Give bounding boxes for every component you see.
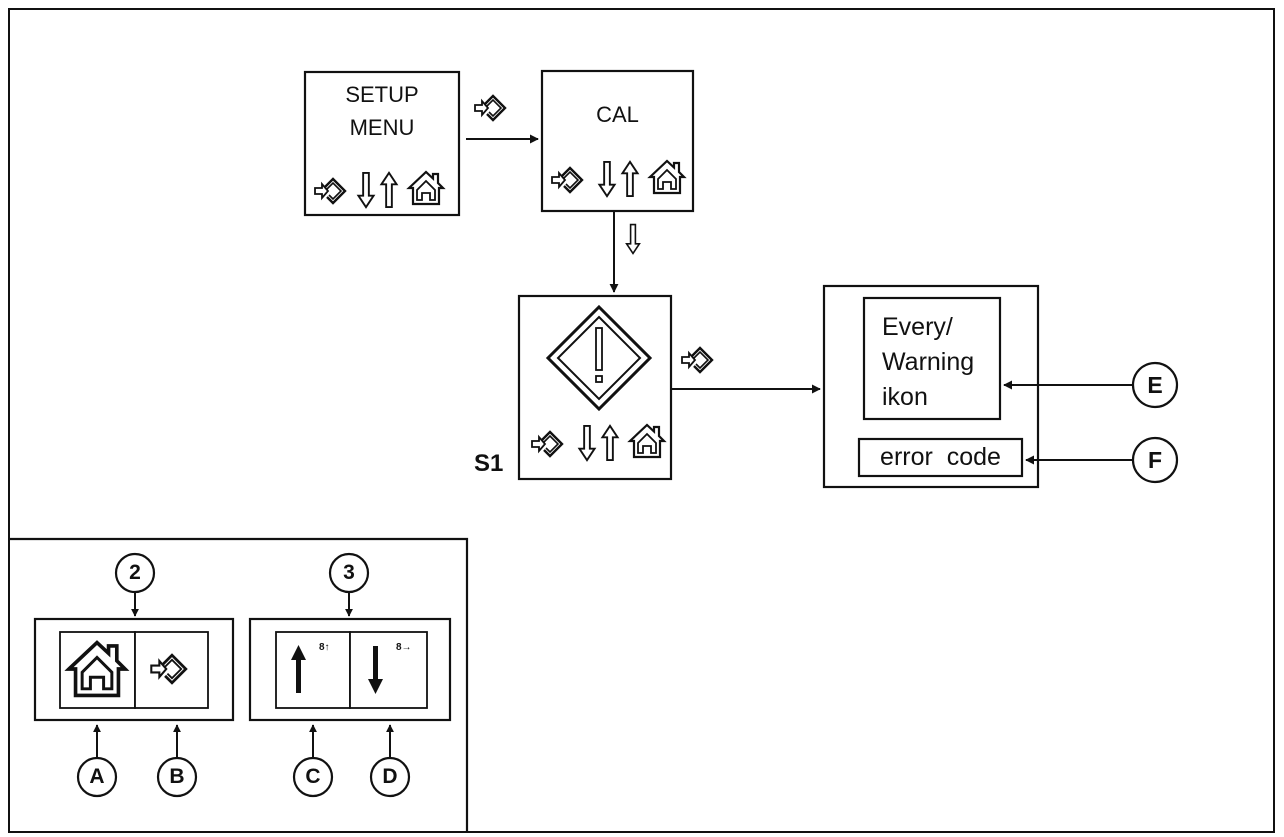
down-key[interactable] <box>349 631 428 709</box>
s1-label: S1 <box>474 450 504 477</box>
up-key[interactable] <box>275 631 351 709</box>
enter-key[interactable] <box>134 631 209 709</box>
warning-icon-box <box>862 296 1002 421</box>
callout-b-label: B <box>169 765 185 788</box>
callout-3-label: 3 <box>343 561 355 584</box>
down-arrow-icon <box>368 646 383 694</box>
callout-c <box>292 756 334 798</box>
down-key-small-label: 8→ <box>396 642 412 653</box>
callout-e <box>1131 361 1179 409</box>
warning-label-line1: Every/ <box>882 313 953 341</box>
callout-a <box>76 756 118 798</box>
enter-icon <box>473 94 507 122</box>
callout-f <box>1131 436 1179 484</box>
callout-b <box>156 756 198 798</box>
warning-label-line2: Warning <box>882 348 975 376</box>
error-code-box <box>857 437 1024 478</box>
outer-frame <box>8 8 1275 833</box>
callout-d-label: D <box>382 765 398 788</box>
callout-d <box>369 756 411 798</box>
callout-c-label: C <box>305 765 321 788</box>
legend-panel <box>9 537 469 832</box>
setup-menu-label-line2: MENU <box>349 115 415 140</box>
up-key-small-label: 8↑ <box>319 642 330 653</box>
callout-e-label: E <box>1147 372 1163 398</box>
error-code-label: error code <box>880 443 1001 471</box>
warning-label-line3: ikon <box>882 383 928 411</box>
down-arrow-icon <box>625 223 641 255</box>
cal-label: CAL <box>596 102 639 127</box>
up-arrow-icon <box>291 645 306 693</box>
callout-2-label: 2 <box>129 561 141 584</box>
enter-icon <box>680 346 714 374</box>
warning-diamond-icon <box>545 304 653 412</box>
callout-a-label: A <box>89 765 105 788</box>
setup-menu-label-line1: SETUP <box>345 82 419 107</box>
callout-f-label: F <box>1147 447 1163 473</box>
